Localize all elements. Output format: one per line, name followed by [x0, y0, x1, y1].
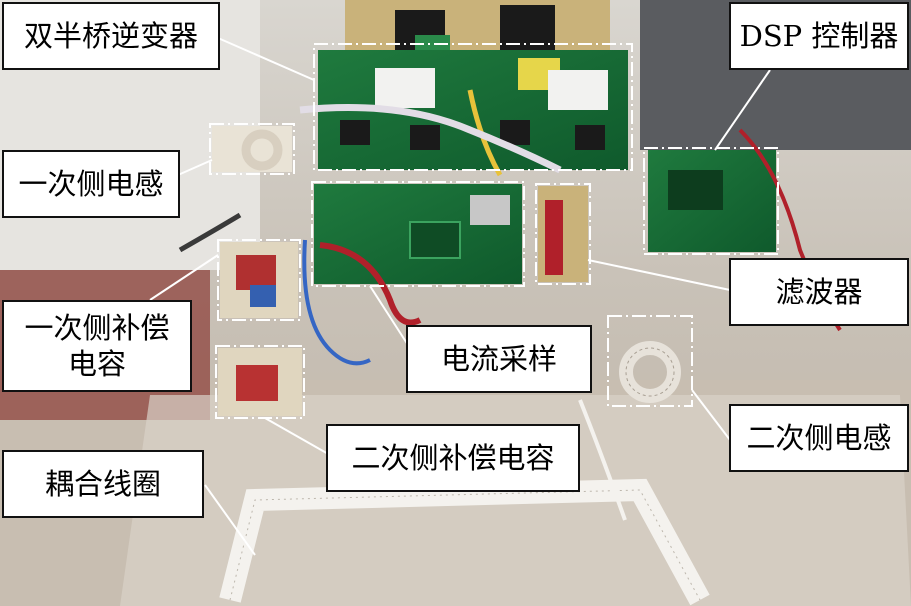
box-secondary-cap	[215, 345, 305, 419]
mosfet-4	[575, 125, 605, 150]
black-wire	[178, 212, 242, 253]
label-text: 耦合线圈	[44, 466, 161, 501]
filter-capacitor	[545, 200, 563, 275]
leader-primary-cap	[149, 254, 219, 301]
leader-inverter	[217, 37, 315, 81]
box-inverter	[313, 43, 633, 171]
leader-dsp	[714, 69, 771, 151]
top-component-right	[500, 5, 555, 50]
label-text: 滤波器	[775, 274, 863, 309]
leader-current-sampling	[369, 285, 409, 346]
label-text: 一次侧电感	[18, 166, 164, 201]
blue-wire	[302, 239, 371, 366]
primary-cap-red	[236, 255, 276, 290]
primary-cap-blue	[250, 285, 276, 307]
toroid-winding	[625, 347, 675, 397]
label-text: DSP 控制器	[739, 18, 899, 53]
ribbon-cable	[299, 104, 562, 174]
label-text: 二次侧电感	[746, 420, 892, 455]
box-secondary-inductor	[607, 315, 693, 407]
label-text: 二次侧补偿电容	[351, 440, 555, 475]
box-primary-inductor	[209, 123, 295, 175]
box-current-sampling	[311, 181, 525, 287]
label-filter: 滤波器	[729, 258, 909, 326]
mosfet-1	[340, 120, 370, 145]
label-coupling-coil: 耦合线圈	[2, 450, 204, 518]
sampling-resistors	[470, 195, 510, 225]
label-text-line1: 一次侧补偿	[24, 310, 170, 345]
mosfet-2	[410, 125, 440, 150]
capacitor-white-left	[375, 68, 435, 108]
box-filter	[535, 183, 591, 285]
label-dual-half-bridge-inverter: 双半桥逆变器	[2, 2, 220, 70]
coil-turns	[229, 489, 701, 601]
leader-primary-inductor	[177, 159, 213, 176]
label-text: 双半桥逆变器	[23, 18, 198, 53]
coil-lead	[578, 399, 627, 521]
sampling-chip	[409, 221, 461, 259]
label-primary-inductor: 一次侧电感	[2, 150, 180, 218]
label-secondary-comp-cap: 二次侧补偿电容	[326, 424, 580, 492]
box-dsp	[643, 147, 779, 255]
label-text: 电流采样	[440, 341, 557, 376]
leader-secondary-cap	[264, 417, 331, 456]
label-secondary-inductor: 二次侧电感	[729, 404, 909, 472]
label-primary-comp-cap: 一次侧补偿 电容	[2, 300, 192, 392]
primary-inductor-toroid	[241, 129, 283, 171]
red-wire-center	[319, 242, 422, 326]
dsp-chip	[668, 170, 723, 210]
leader-coupling-coil	[204, 484, 256, 556]
label-dsp-controller: DSP 控制器	[729, 2, 909, 70]
capacitor-white-right	[548, 70, 608, 110]
box-primary-cap	[217, 239, 301, 321]
top-connector	[415, 35, 450, 53]
label-current-sampling: 电流采样	[406, 325, 592, 393]
leader-filter	[587, 259, 731, 291]
leader-secondary-inductor	[691, 389, 731, 441]
secondary-cap-red	[236, 365, 278, 401]
label-text-line2: 电容	[67, 347, 126, 381]
